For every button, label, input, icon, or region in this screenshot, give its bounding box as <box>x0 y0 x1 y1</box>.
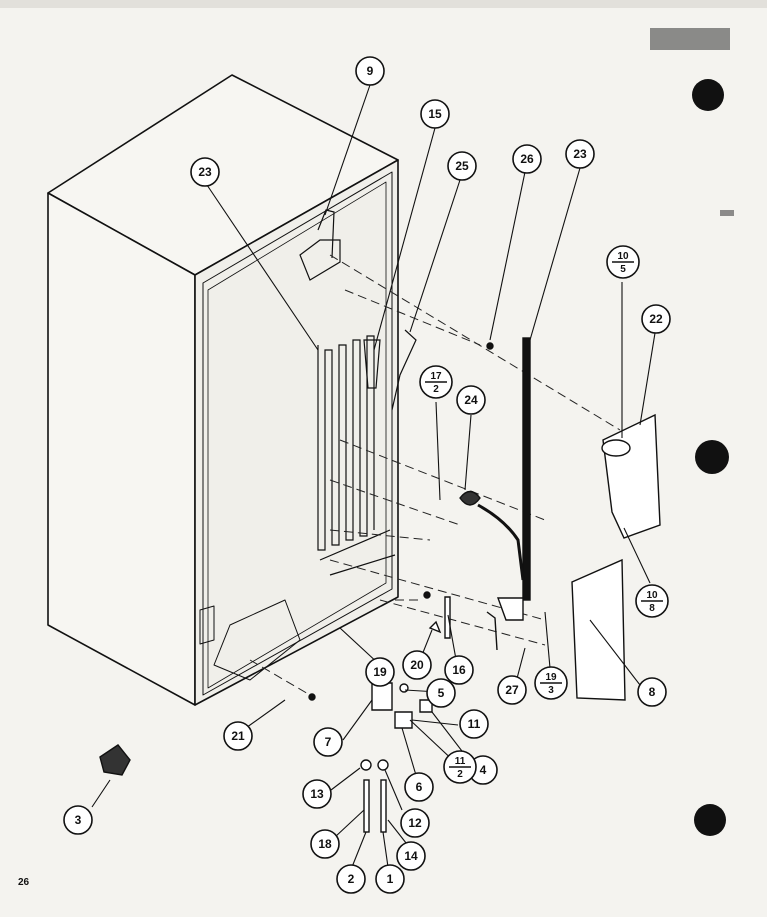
callout-18: 18 <box>310 829 340 859</box>
callout-24: 24 <box>456 385 486 415</box>
fraction-top: 10 <box>646 590 658 601</box>
callout-7: 7 <box>313 727 343 757</box>
callout-circle <box>310 829 340 859</box>
callout-16: 16 <box>444 655 474 685</box>
callout-label: 5 <box>438 686 445 700</box>
callout-circle <box>456 385 486 415</box>
callout-22: 22 <box>641 304 671 334</box>
callout-circle <box>404 772 434 802</box>
callout-circle <box>365 657 395 687</box>
callout-19: 19 <box>365 657 395 687</box>
callout-circle <box>497 675 527 705</box>
callout-label: 24 <box>464 393 478 407</box>
callout-label: 21 <box>231 729 245 743</box>
fraction-top: 10 <box>617 251 629 262</box>
callout-15: 15 <box>420 99 450 129</box>
callout-13: 13 <box>302 779 332 809</box>
callout-8: 8 <box>637 677 667 707</box>
page-number: 26 <box>18 877 30 888</box>
fraction-callout-17-2: 172 <box>419 365 453 399</box>
leader-lines <box>91 84 656 868</box>
callout-3: 3 <box>63 805 93 835</box>
callout-label: 26 <box>520 152 534 166</box>
callout-label: 18 <box>318 837 332 851</box>
callout-label: 11 <box>468 717 481 731</box>
callout-circle <box>190 157 220 187</box>
callout-label: 13 <box>310 787 324 801</box>
callout-circle <box>302 779 332 809</box>
components <box>99 337 661 833</box>
fraction-bottom: 2 <box>457 769 463 780</box>
callout-11: 11 <box>459 709 489 739</box>
fraction-callout-19-3: 193 <box>534 666 568 700</box>
callout-21: 21 <box>223 721 253 751</box>
callout-12: 12 <box>400 808 430 838</box>
callout-circle <box>313 727 343 757</box>
callout-label: 20 <box>410 658 424 672</box>
fraction-bottom: 2 <box>433 384 439 395</box>
callout-circle <box>444 655 474 685</box>
callout-6: 6 <box>404 772 434 802</box>
callout-circle <box>420 99 450 129</box>
callout-circle <box>426 678 456 708</box>
callout-label: 12 <box>408 816 422 830</box>
callout-label: 9 <box>367 64 374 78</box>
callout-circle <box>512 144 542 174</box>
fraction-callout-11-2: 112 <box>443 750 477 784</box>
callout-25: 25 <box>447 151 477 181</box>
callout-label: 8 <box>649 685 656 699</box>
fraction-bottom: 5 <box>620 264 626 275</box>
scan-artifacts <box>0 0 767 836</box>
callout-circle <box>447 151 477 181</box>
callout-label: 19 <box>373 665 387 679</box>
fraction-bottom: 3 <box>548 685 554 696</box>
callout-27: 27 <box>497 675 527 705</box>
callout-label: 27 <box>505 683 519 697</box>
callout-circle <box>336 864 366 894</box>
callout-26: 26 <box>512 144 542 174</box>
fraction-top: 11 <box>455 756 466 767</box>
callout-circle <box>63 805 93 835</box>
callout-label: 16 <box>452 663 466 677</box>
fraction-bottom: 8 <box>649 603 655 614</box>
callout-label: 4 <box>480 763 487 777</box>
fraction-top: 19 <box>545 672 557 683</box>
callout-20: 20 <box>402 650 432 680</box>
callout-circle <box>402 650 432 680</box>
callout-label: 25 <box>455 159 469 173</box>
callout-23: 23 <box>565 139 595 169</box>
callout-1: 1 <box>375 864 405 894</box>
fraction-callout-10-8: 108 <box>635 584 669 618</box>
callout-circle <box>223 721 253 751</box>
callout-2: 2 <box>336 864 366 894</box>
callout-label: 23 <box>573 147 587 161</box>
callout-5: 5 <box>426 678 456 708</box>
callout-circle <box>375 864 405 894</box>
callout-circle <box>396 841 426 871</box>
callout-14: 14 <box>396 841 426 871</box>
callout-label: 14 <box>404 849 418 863</box>
callout-9: 9 <box>355 56 385 86</box>
callout-label: 7 <box>325 735 332 749</box>
callout-label: 15 <box>428 107 442 121</box>
callout-circle <box>565 139 595 169</box>
callout-label: 2 <box>348 872 355 886</box>
callout-circle <box>637 677 667 707</box>
callout-label: 6 <box>416 780 423 794</box>
callout-23: 23 <box>190 157 220 187</box>
callout-label: 23 <box>198 165 212 179</box>
callout-circle <box>400 808 430 838</box>
callout-label: 3 <box>75 813 82 827</box>
callout-circle <box>459 709 489 739</box>
callout-label: 22 <box>649 312 663 326</box>
callout-circle <box>355 56 385 86</box>
callout-label: 1 <box>387 872 394 886</box>
fraction-top: 17 <box>430 371 442 382</box>
callout-circle <box>641 304 671 334</box>
fraction-callout-10-5: 105 <box>606 245 640 279</box>
